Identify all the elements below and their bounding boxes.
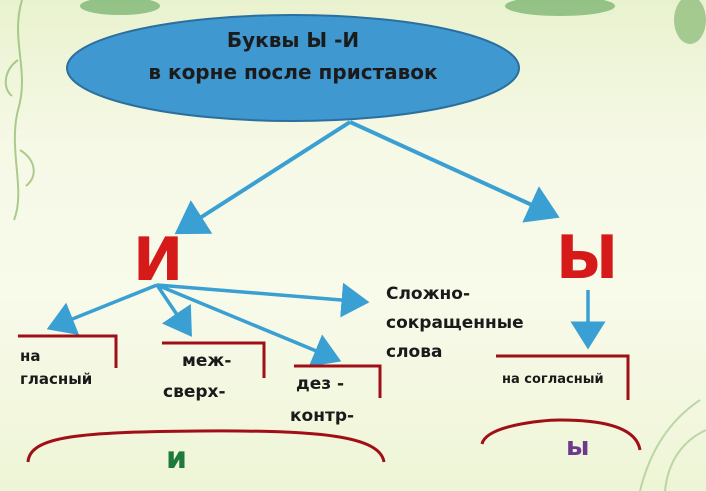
bracket-vowel	[18, 334, 118, 368]
case-compound-line-1: Сложно-	[386, 284, 471, 304]
bracket-prefixes2	[294, 364, 382, 398]
arrow-to-y	[349, 120, 560, 223]
vine-decoration-left	[4, 0, 35, 221]
foliage-decoration-top	[80, 0, 706, 44]
title-ellipse	[66, 14, 520, 122]
case-prefix-kontr: контр-	[290, 406, 355, 426]
letter-i: И	[133, 225, 184, 295]
case-prefix-mezh: меж-	[182, 351, 232, 371]
foliage-decoration-bottom-right	[639, 399, 706, 491]
title-line-2: в корне после приставок	[148, 60, 438, 84]
title-line-1: Буквы Ы -И	[226, 28, 360, 52]
case-compound-line-2: сокращенные	[386, 313, 524, 333]
arrow-i-to-compound	[156, 282, 370, 318]
arrow-i-to-prefixes2	[156, 283, 342, 367]
case-compound-line-3: слова	[386, 342, 443, 362]
case-vowel-line-2: гласный	[20, 370, 93, 388]
case-prefix-sverkh: сверх-	[163, 382, 226, 402]
arrow-to-i	[174, 120, 352, 235]
result-i: и	[166, 441, 188, 476]
brace-y	[480, 418, 642, 451]
arrow-i-to-vowel	[46, 283, 158, 336]
letter-y: Ы	[556, 223, 619, 293]
case-consonant: на согласный	[502, 372, 604, 387]
bracket-prefixes1	[162, 341, 266, 378]
bracket-consonant	[496, 354, 630, 400]
brace-i	[26, 429, 386, 463]
result-y: ы	[566, 432, 590, 462]
arrow-i-to-prefixes1	[155, 284, 192, 337]
case-prefix-dez: дез -	[296, 374, 345, 394]
case-vowel-line-1: на	[20, 347, 41, 365]
